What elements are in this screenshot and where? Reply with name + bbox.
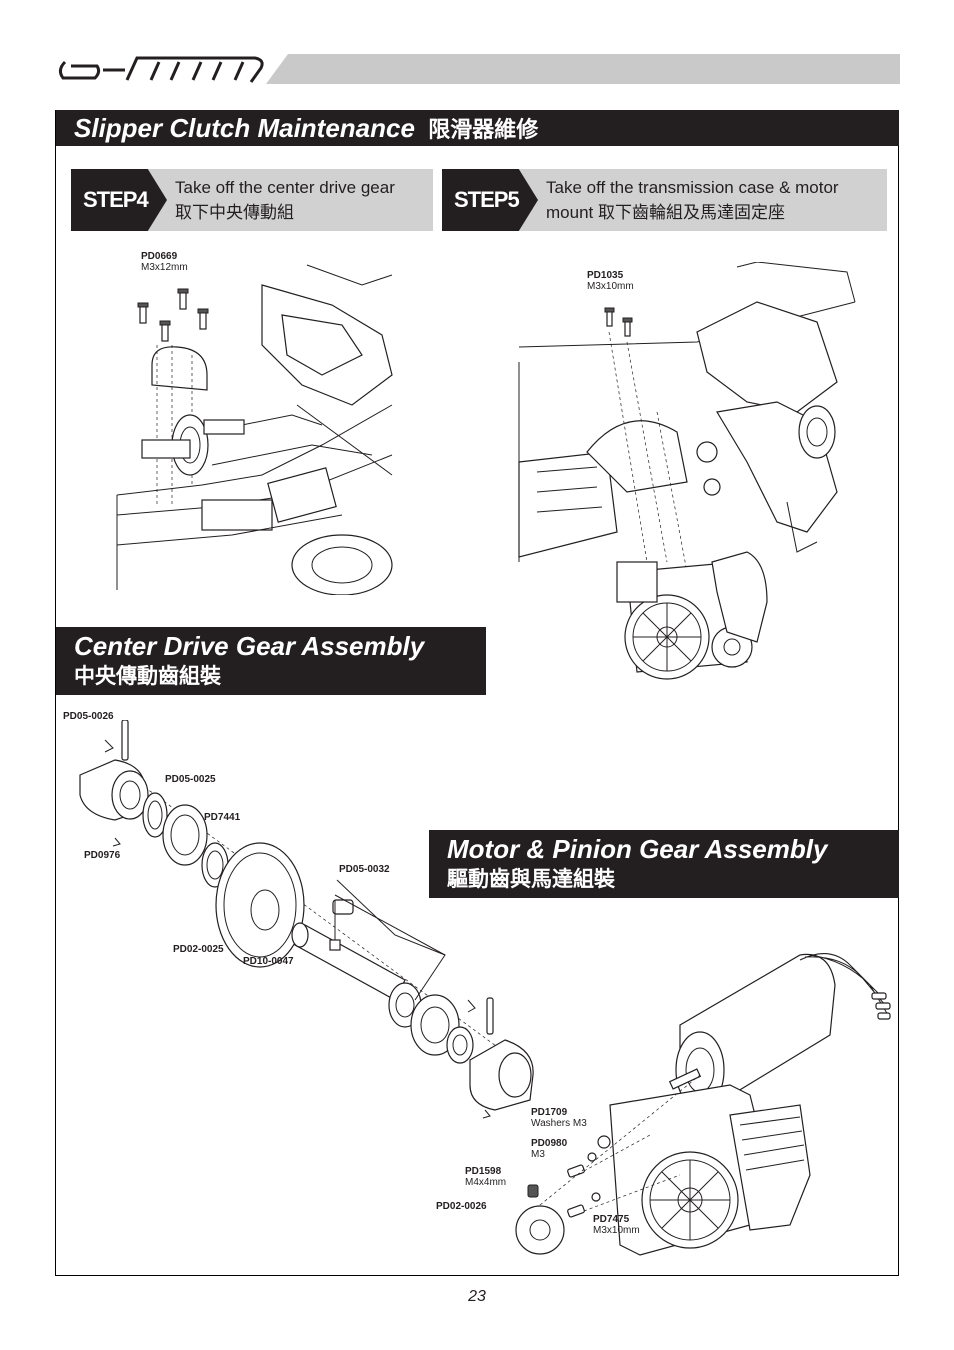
label-pd0980: PD0980 M3 — [531, 1138, 567, 1160]
label-pd02-0026: PD02-0026 — [436, 1201, 487, 1212]
part-code: PD1035 — [587, 270, 624, 281]
section-title-center-drive: Center Drive Gear Assembly 中央傳動齒組裝 — [56, 627, 486, 695]
label-pd10-0047: PD10-0047 — [243, 956, 294, 967]
label-pd0976: PD0976 — [84, 850, 120, 861]
part-code: PD7475 — [593, 1214, 630, 1225]
label-pd1035: PD1035 M3x10mm — [587, 270, 634, 292]
label-pd05-0025: PD05-0025 — [165, 774, 216, 785]
step4-chassis-drawing — [116, 264, 393, 596]
brand-logo — [55, 52, 267, 88]
part-code: PD02-0026 — [436, 1201, 487, 1212]
part-code: PD05-0026 — [63, 711, 114, 722]
step5-text-zh: mount 取下齒輪組及馬達固定座 — [546, 203, 785, 222]
part-code: PD0976 — [84, 850, 121, 861]
part-code: PD02-0025 — [173, 944, 224, 955]
step5-exploded-parts — [604, 307, 768, 680]
title-zh: 限滑器維修 — [428, 117, 539, 142]
step4-exploded-parts — [137, 288, 245, 505]
label-pd05-0032: PD05-0032 — [339, 864, 390, 875]
part-spec: M4x4mm — [465, 1177, 507, 1188]
step5-text-en: Take off the transmission case & motor — [546, 178, 839, 197]
step4-text: Take off the center drive gear 取下中央傳動組 — [175, 175, 430, 225]
label-pd7475: PD7475 M3x10mm — [593, 1214, 640, 1236]
part-code: PD0669 — [141, 251, 178, 262]
title-zh: 驅動齒與馬達組裝 — [447, 868, 615, 891]
section-title-motor-pinion: Motor & Pinion Gear Assembly 驅動齒與馬達組裝 — [429, 830, 899, 898]
step4-text-zh: 取下中央傳動組 — [175, 203, 294, 222]
label-pd1598: PD1598 M4x4mm — [465, 1166, 506, 1188]
part-spec: Washers M3 — [531, 1118, 587, 1129]
title-en: Slipper Clutch Maintenance — [74, 113, 415, 143]
label-pd02-0025: PD02-0025 — [173, 944, 224, 955]
part-code: PD0980 — [531, 1138, 568, 1149]
part-spec: M3 — [531, 1149, 545, 1160]
part-code: PD10-0047 — [243, 956, 294, 967]
step5-label: STEP5 — [442, 169, 538, 231]
step4-text-en: Take off the center drive gear — [175, 178, 395, 197]
label-pd7441: PD7441 — [204, 812, 240, 823]
step4-label: STEP4 — [71, 169, 167, 231]
motor-pinion-exploded-view — [500, 945, 892, 1270]
part-code: PD1709 — [531, 1107, 568, 1118]
step4-illustration — [112, 245, 397, 596]
part-spec: M3x10mm — [593, 1225, 640, 1236]
part-code: PD05-0025 — [165, 774, 216, 785]
part-code: PD1598 — [465, 1166, 502, 1177]
part-code: PD7441 — [204, 812, 241, 823]
part-spec: M3x10mm — [587, 281, 634, 292]
label-pd05-0026: PD05-0026 — [63, 711, 114, 722]
title-zh: 中央傳動齒組裝 — [74, 665, 221, 688]
section-title-slipper: Slipper Clutch Maintenance 限滑器維修 — [56, 110, 899, 146]
part-code: PD05-0032 — [339, 864, 390, 875]
header-bar — [266, 54, 900, 84]
center-drive-exploded-view — [75, 719, 555, 1130]
step5-text: Take off the transmission case & motor m… — [546, 175, 886, 225]
page-number: 23 — [468, 1288, 486, 1305]
step5-chassis-drawing — [518, 261, 856, 562]
step5-illustration — [517, 261, 857, 682]
title-en: Motor & Pinion Gear Assembly — [447, 834, 828, 864]
title-en: Center Drive Gear Assembly — [74, 631, 425, 661]
part-spec: M3x12mm — [141, 262, 188, 273]
label-pd0669: PD0669 M3x12mm — [141, 251, 188, 273]
label-pd1709: PD1709 Washers M3 — [531, 1107, 587, 1129]
